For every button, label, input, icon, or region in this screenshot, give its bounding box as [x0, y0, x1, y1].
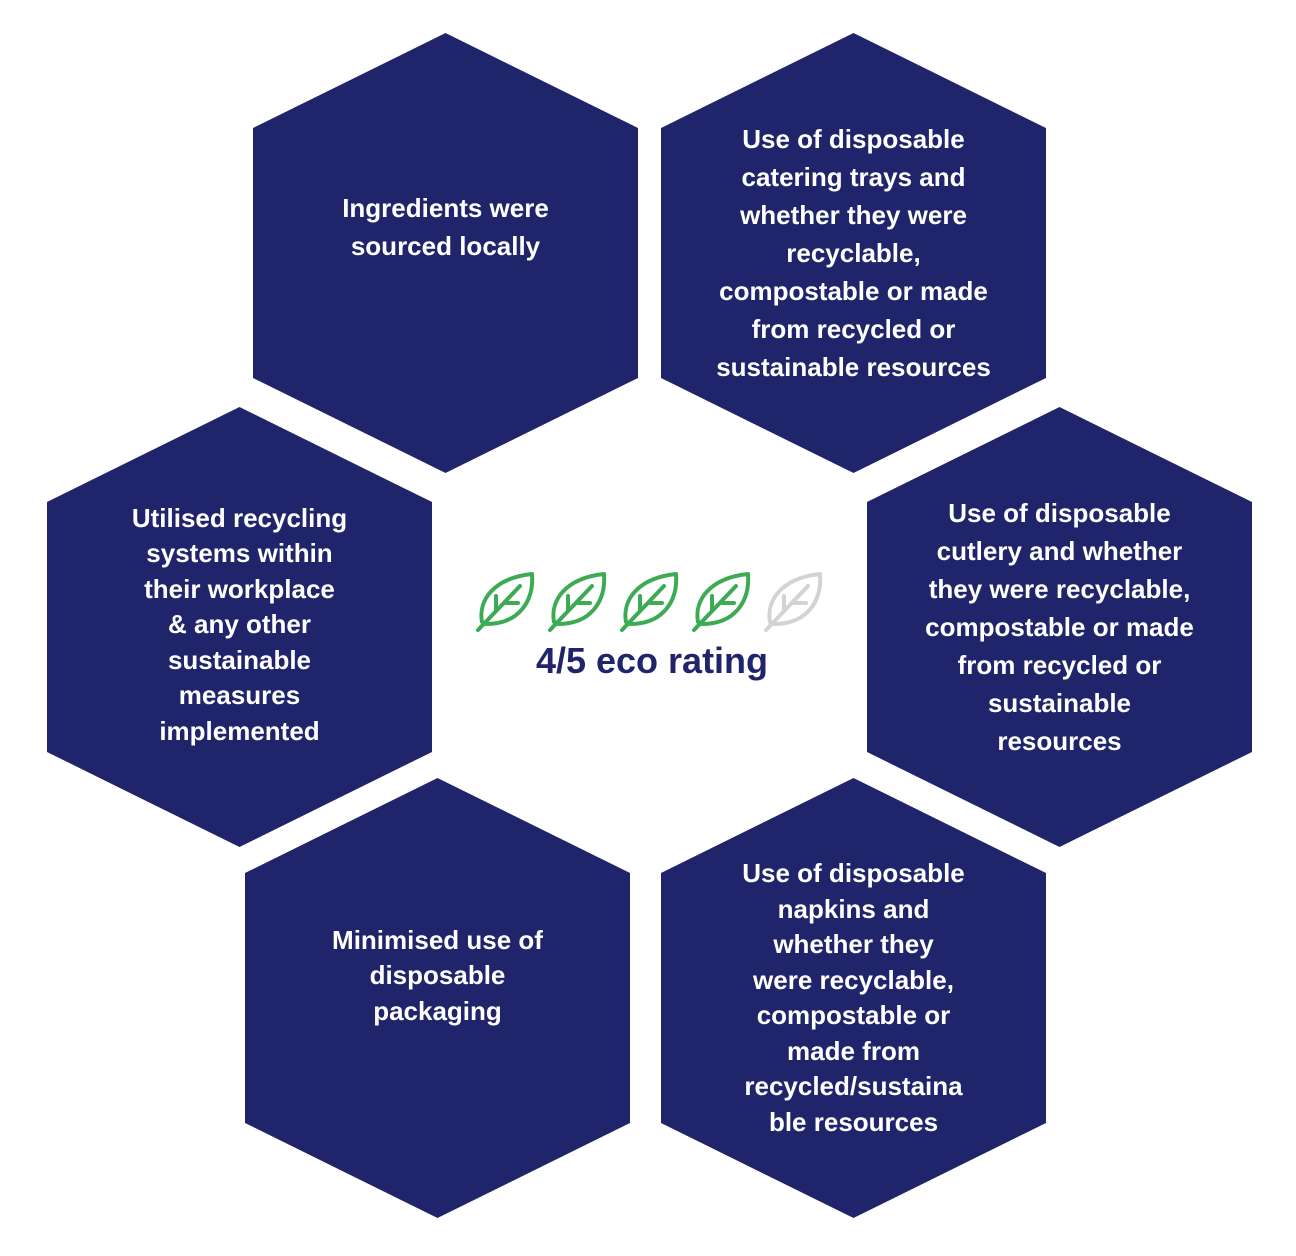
hexagon-text: Ingredients were sourced locally	[342, 193, 549, 261]
rating-label: 4/5 eco rating	[535, 640, 769, 681]
leaf-icon-active	[620, 572, 679, 632]
hexagon-text: Minimised use of disposable packaging	[332, 924, 543, 1026]
hexagon-catering-trays: Use of disposable catering trays and whe…	[661, 33, 1046, 473]
leaf-icon-inactive	[764, 572, 823, 632]
hexagon-disposable-napkins: Use of disposable napkins and whether th…	[661, 778, 1046, 1218]
hexagon-disposable-cutlery: Use of disposable cutlery and whether th…	[867, 407, 1252, 847]
leaf-icon-active	[548, 572, 607, 632]
hexagon-text: Use of disposable cutlery and whether th…	[925, 498, 1194, 756]
leaf-icon-active	[476, 572, 535, 632]
eco-rating: 4/5 eco rating	[462, 556, 842, 696]
leaf-icon-active	[692, 572, 751, 632]
leaf-rating-row	[476, 572, 823, 632]
hexagon-text: Use of disposable catering trays and whe…	[716, 124, 991, 382]
hexagon-disposable-packaging: Minimised use of disposable packaging	[245, 778, 630, 1218]
hexagon-text: Use of disposable napkins and whether th…	[742, 858, 965, 1137]
hexagon-local-ingredients: Ingredients were sourced locally	[253, 33, 638, 473]
hexagon-recycling-systems: Utilised recycling systems within their …	[47, 407, 432, 847]
hexagon-text: Utilised recycling systems within their …	[131, 502, 348, 746]
